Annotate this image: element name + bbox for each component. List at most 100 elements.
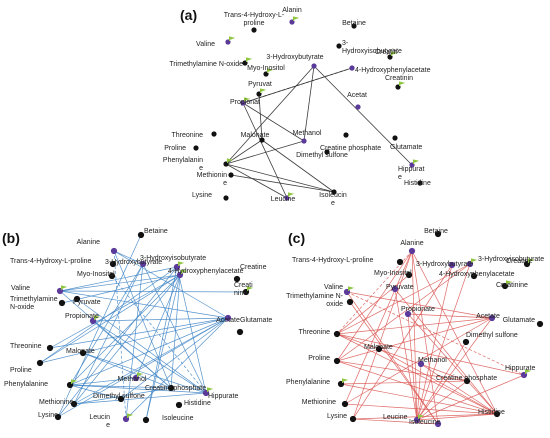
panel-a-flag-icon-phenylal: [227, 158, 234, 163]
panel-a-node-dot-hbutyrate: [311, 63, 317, 69]
panel-b-node-dot-leucine: [122, 415, 130, 423]
panel-a-node-dot-betaine: [351, 23, 357, 29]
panel-b-edge-acetate-dmsulfone: [120, 317, 229, 400]
panel-a-node-malonate: Malonate: [241, 132, 270, 143]
panel-b-node-dot-crphos: [167, 384, 175, 392]
panel-b-node-label-pyruvate: Pyruvate: [73, 299, 101, 306]
panel-b-node-hippurate: Hippurate: [202, 387, 238, 400]
panel-a-edge-phenylal-isoleucine: [225, 163, 335, 193]
panel-a-node-label-line: Pyruvat: [248, 81, 272, 88]
panel-c-edge-acetate-leucine: [416, 317, 493, 421]
panel-c-edge-tmao-isoleucine: [349, 301, 439, 425]
panel-c-node-label-line: Valine: [324, 284, 343, 291]
panel-c-node-label-line: Methanol: [418, 357, 447, 364]
panel-a-node-label-pyruvat: Pyruvat: [248, 81, 272, 88]
panel-c-edge-myoinositol-threonine: [336, 274, 410, 335]
panel-b-node-hbutyrate: 3-Hydroxybutyrate: [105, 259, 162, 268]
panel-b-node-label-line: Histidine: [184, 400, 211, 407]
panel-a-node-propionat: Propionat: [230, 97, 260, 106]
panel-b-node-propionate: Propionate: [65, 313, 101, 325]
panel-b-node-betaine: Betaine: [137, 228, 168, 239]
panel-a-node-methanol: Methanol: [293, 130, 322, 144]
panel-c-node-histidine: Histidine: [478, 409, 505, 418]
panel-a-flag-icon-creatin: [391, 51, 398, 56]
panel-c-edge-valine-isoleucine: [346, 291, 439, 425]
panel-a-node-label-line: Trans-4-Hydroxy-L-: [224, 12, 285, 19]
panel-c-node-dot-phenylal: [337, 380, 345, 388]
panel-a-edge-propionat-leucine: [242, 102, 288, 199]
panel-c-edge-methanol-leucine: [416, 363, 422, 421]
panel-a-node-label-histidine: Histidine: [404, 180, 431, 187]
panel-b-node-label-line: Valine: [11, 285, 30, 292]
panel-c-edge-hbutyrate-leucine: [416, 264, 453, 421]
panel-b-edge-dmsulfone-phenylal: [69, 384, 122, 400]
panel-a-node-acetat: Acetat: [347, 92, 367, 110]
panel-c-edge-crphos-leucine: [416, 380, 468, 421]
panel-a-node-label-lysine: Lysine: [192, 192, 212, 199]
panel-a-node-label-line: Leucine: [271, 196, 296, 203]
panel-c-node-label-line: Trimethylamine N-: [286, 293, 344, 300]
panel-a-node-label-propionat: Propionat: [230, 99, 260, 106]
panel-a-edge-methionine-isoleucine: [230, 174, 335, 193]
panel-c-node-label-dmsulfone: Dimethyl sulfone: [466, 332, 518, 339]
panel-a-node-label-line: Histidine: [404, 180, 431, 187]
panel-b-node-label-line: Myo-Inositol: [77, 271, 115, 278]
panel-c-edge-threonine-hippurate: [336, 333, 525, 376]
panel-b-node-label-line: Acetate: [216, 317, 240, 324]
panel-b-node-label-methanol: Methanol: [118, 376, 147, 383]
panel-c-node-betaine: Betaine: [424, 228, 448, 238]
panel-a-node-label-myoinositol: Myo-Inositol: [247, 65, 285, 72]
panel-c-node-label-line: Betaine: [424, 228, 448, 235]
panel-a-node-label-line: Betaine: [342, 20, 366, 27]
panel-b-node-label-line: Pyruvate: [73, 299, 101, 306]
panel-b-node-dot-histidine: [175, 401, 183, 409]
panel-c-node-creatinine: Creatinine: [496, 280, 528, 290]
panel-c-flag-icon-hippurate: [525, 369, 532, 374]
panel-b-edge-hphenyl-isoleucine: [145, 274, 181, 421]
panel-b-node-myoinositol: Myo-Inositol: [77, 271, 115, 280]
panel-c-node-creatine: Creatine: [506, 258, 535, 268]
panel-b-node-label-line: Methionine: [39, 399, 73, 406]
panel-c-node-dot-hphenyl: [470, 272, 478, 280]
panel-c-node-label-line: 3-Hydroxyisobutyrate: [478, 256, 544, 263]
panel-c-edge-phenylal-crphos: [340, 380, 468, 385]
panel-c-flag-icon-phenylal: [342, 378, 349, 383]
panel-a-node-pyruvat: Pyruvat: [248, 81, 272, 97]
panel-a-node-label-line: 3-: [342, 40, 349, 47]
panel-a-node-creatinin: Creatinin: [385, 75, 413, 90]
panel-b-node-label-line: Alanine: [77, 239, 100, 246]
panel-a-node-label-line: Acetat: [347, 92, 367, 99]
panel-b-flag-icon-hippurate: [207, 387, 214, 392]
panel-a-edges: [225, 65, 413, 199]
panel-c-edge-hisobut-leucine: [416, 263, 471, 421]
panel-c-node-dot-dmsulfone: [462, 338, 470, 346]
panel-b-edge-acetate-lysine: [57, 317, 229, 418]
panel-c-node-hisobut: 3-Hydroxyisobutyrate: [466, 256, 544, 268]
panel-a-node-dot-trans4: [251, 27, 257, 33]
panel-a-node-label-hphenyl: 4-Hydroxyphenylacetate: [355, 67, 431, 74]
panel-b-node-label-line: e: [106, 422, 110, 429]
panel-c-node-dot-alanine: [408, 247, 416, 255]
panel-c-node-label-hbutyrate: 3-Hydroxybutyrate: [416, 261, 473, 268]
panel-c-node-label-propionate: Propionate: [401, 306, 435, 313]
panel-c-edge-alanine-histidine: [411, 250, 498, 415]
panel-c-node-label-acetate: Acetate: [476, 313, 500, 320]
panel-b-node-dot-malonate: [79, 349, 87, 357]
panel-c-node-label-leucine: Leucine: [383, 414, 408, 421]
panel-b-flag-icon-hphenyl: [181, 269, 188, 274]
panel-b-edge-hippurate-methionine: [73, 392, 207, 405]
panel-b-node-label-line: Propionate: [65, 313, 99, 320]
panel-c-edge-dmsulfone-leucine: [416, 341, 467, 421]
panel-b-node-label-line: nine: [234, 290, 247, 297]
panel-a-node-label-line: Isoleucin: [319, 192, 347, 199]
panel-b-node-label-histidine: Histidine: [184, 400, 211, 407]
panel-c-node-dot-betaine: [434, 230, 442, 238]
panel-c-node-threonine: Threonine: [298, 329, 341, 338]
